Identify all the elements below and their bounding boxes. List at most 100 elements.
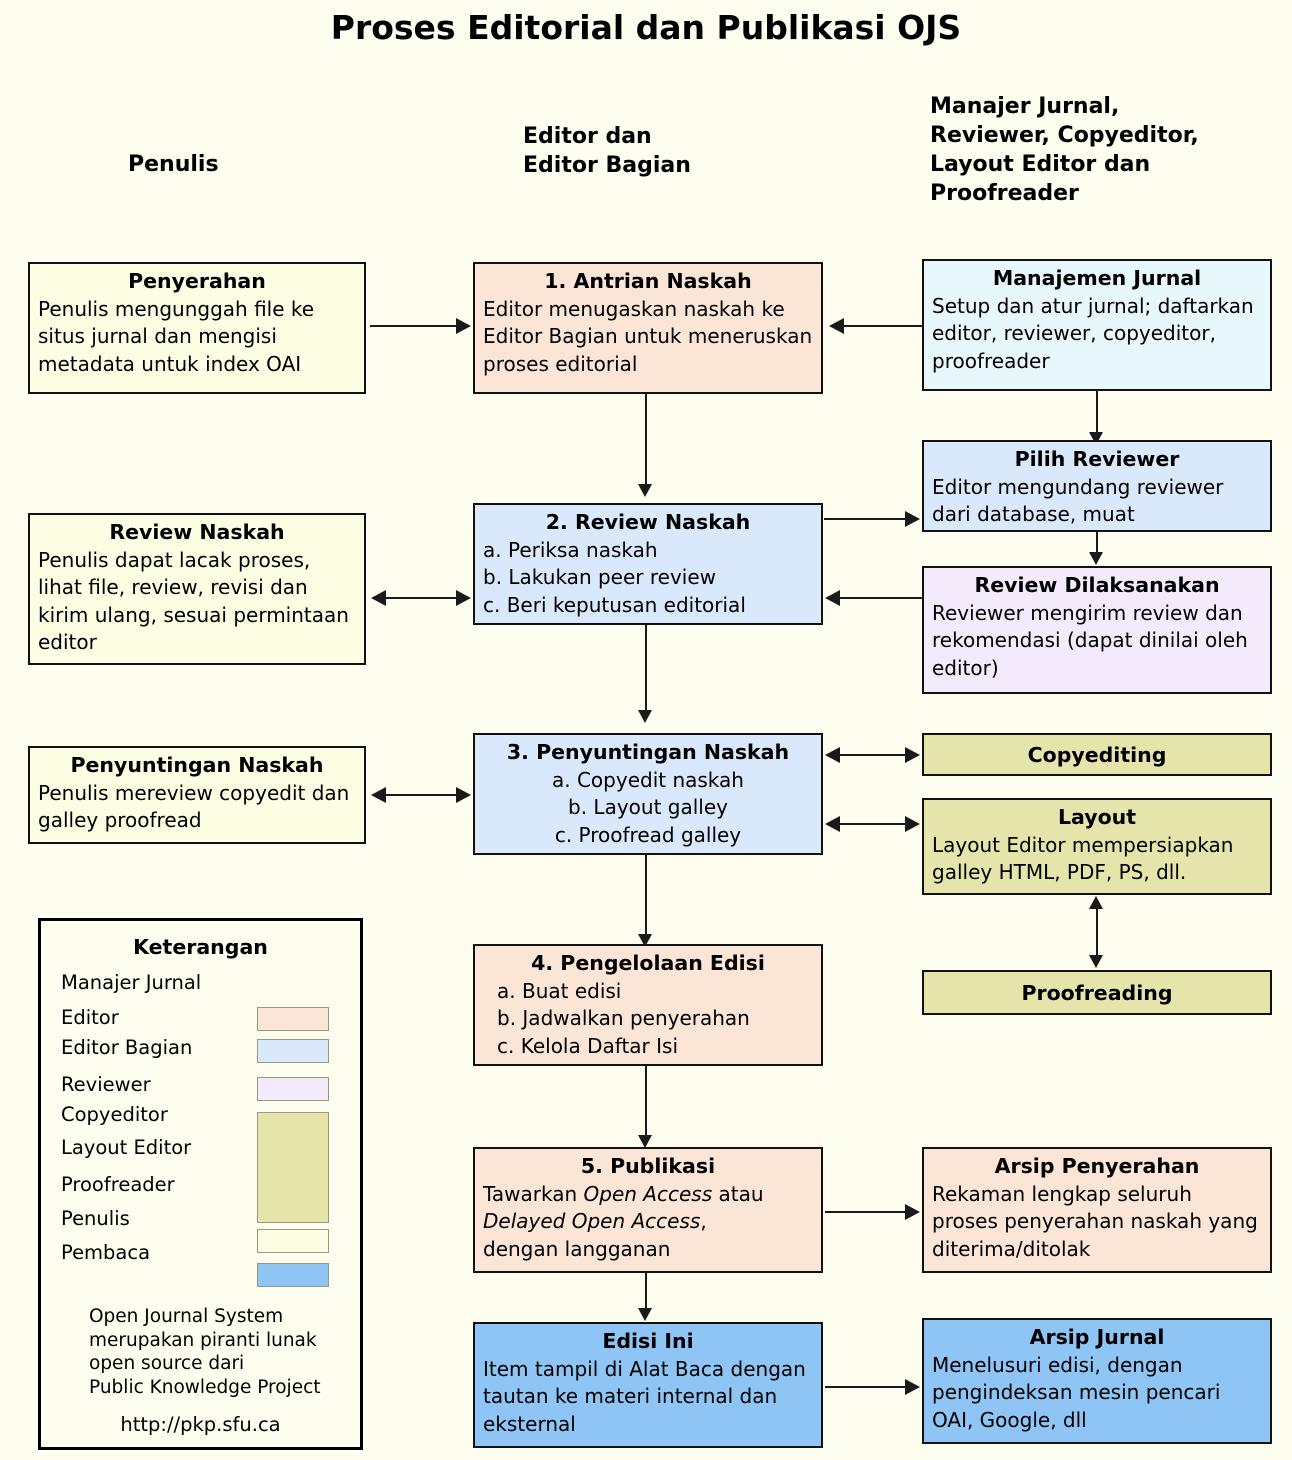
- box-arsip-jurnal-title: Arsip Jurnal: [1029, 1325, 1165, 1349]
- box-review-naskah-title: 2. Review Naskah: [545, 510, 751, 534]
- page-title: Proses Editorial dan Publikasi OJS: [330, 8, 962, 47]
- box-pilih-reviewer-title: Pilih Reviewer: [1014, 447, 1180, 471]
- box-review-dilaksanakan-body: Reviewer mengirim review dan rekomendasi…: [932, 600, 1248, 680]
- box-penyuntingan-naskah[interactable]: 3. Penyuntingan Naskah a. Copyedit naska…: [473, 733, 823, 855]
- box-antrian-naskah[interactable]: 1. Antrian Naskah Editor menugaskan nask…: [473, 262, 823, 394]
- legend-swatch-copyeditor-layout-proofreader: [257, 1112, 329, 1223]
- legend-note: Open Journal System merupakan piranti lu…: [89, 1305, 321, 1400]
- arrow-penyuntingan-copyediting-head-right: [905, 747, 920, 763]
- legend-note-line-1: merupakan piranti lunak: [89, 1329, 317, 1351]
- arrow-layout-proofreading-line: [1096, 902, 1098, 964]
- legend-label-copyeditor: Copyeditor: [61, 1103, 168, 1126]
- arrow-penyuntingan-to-pengelolaan-head: [638, 934, 652, 947]
- box-manajemen-jurnal[interactable]: Manajemen Jurnal Setup dan atur jurnal; …: [922, 259, 1272, 391]
- arrow-manajemen-to-antrian-line: [844, 325, 922, 327]
- box-penyuntingan-penulis[interactable]: Penyuntingan Naskah Penulis mereview cop…: [28, 746, 366, 844]
- arrow-review-to-pilih-line: [824, 518, 907, 520]
- box-proofreading[interactable]: Proofreading: [922, 970, 1272, 1015]
- box-pengelolaan-edisi-item-2: c. Kelola Daftar Isi: [497, 1033, 678, 1058]
- box-review-naskah[interactable]: 2. Review Naskah a. Periksa naskah b. La…: [473, 503, 823, 625]
- legend-swatch-pembaca: [257, 1263, 329, 1287]
- box-arsip-penyerahan[interactable]: Arsip Penyerahan Rekaman lengkap seluruh…: [922, 1147, 1272, 1273]
- arrow-manajemen-to-antrian-head: [829, 318, 844, 334]
- legend-panel: Keterangan Manajer Jurnal Editor Editor …: [38, 918, 363, 1450]
- legend-label-manajer-jurnal: Manajer Jurnal: [61, 971, 202, 994]
- arrow-publikasi-to-edisi-head: [638, 1308, 652, 1321]
- box-edisi-ini-body: Item tampil di Alat Baca dengan tautan k…: [483, 1356, 806, 1436]
- column-header-roles-line1: Manajer Jurnal,: [930, 94, 1120, 119]
- box-edisi-ini[interactable]: Edisi Ini Item tampil di Alat Baca denga…: [473, 1322, 823, 1448]
- box-pilih-reviewer[interactable]: Pilih Reviewer Editor mengundang reviewe…: [922, 440, 1272, 532]
- arrow-penyuntingan-penulis-line: [386, 794, 456, 796]
- box-arsip-jurnal[interactable]: Arsip Jurnal Menelusuri edisi, dengan pe…: [922, 1318, 1272, 1444]
- box-publikasi-line1-post: atau: [712, 1181, 764, 1206]
- legend-label-pembaca: Pembaca: [61, 1241, 151, 1264]
- arrow-antrian-to-review-line: [645, 394, 647, 486]
- box-penyerahan[interactable]: Penyerahan Penulis mengunggah file ke si…: [28, 262, 366, 394]
- box-review-naskah-item-1: b. Lakukan peer review: [483, 565, 716, 590]
- box-manajemen-jurnal-title: Manajemen Jurnal: [992, 266, 1202, 290]
- arrow-penyuntingan-layout-head-right: [905, 816, 920, 832]
- arrow-review-to-penyuntingan-line: [645, 625, 647, 713]
- legend-label-layout-editor: Layout Editor: [61, 1136, 192, 1159]
- legend-swatch-penulis: [257, 1229, 329, 1253]
- arrow-penulis-review-line: [386, 597, 456, 599]
- box-pengelolaan-edisi-item-0: a. Buat edisi: [497, 978, 622, 1003]
- box-review-naskah-penulis[interactable]: Review Naskah Penulis dapat lacak proses…: [28, 513, 366, 665]
- box-layout[interactable]: Layout Layout Editor mempersiapkan galle…: [922, 798, 1272, 895]
- arrow-penyuntingan-penulis-head-right: [456, 787, 471, 803]
- box-review-dilaksanakan[interactable]: Review Dilaksanakan Reviewer mengirim re…: [922, 566, 1272, 694]
- legend-swatch-editor-bagian: [257, 1039, 329, 1063]
- column-header-penulis: Penulis: [128, 152, 219, 177]
- box-penyuntingan-naskah-item-0: a. Copyedit naskah: [552, 767, 744, 792]
- box-review-naskah-item-0: a. Periksa naskah: [483, 537, 658, 562]
- box-pengelolaan-edisi[interactable]: 4. Pengelolaan Edisi a. Buat edisi b. Ja…: [473, 944, 823, 1066]
- arrow-pengelolaan-to-publikasi-head: [638, 1135, 652, 1148]
- column-header-editor-line2: Editor Bagian: [523, 153, 691, 179]
- arrow-dilaksanakan-to-review-line: [840, 597, 922, 599]
- arrow-manajemen-to-pilih-line: [1096, 391, 1098, 437]
- box-penyuntingan-penulis-body: Penulis mereview copyedit dan galley pro…: [38, 780, 350, 833]
- box-manajemen-jurnal-body: Setup dan atur jurnal; daftarkan editor,…: [932, 293, 1254, 373]
- legend-rows: Manajer Jurnal Editor Editor Bagian Revi…: [41, 967, 360, 1287]
- arrow-penyerahan-to-antrian-line: [370, 325, 458, 327]
- legend-note-line-3: Public Knowledge Project: [89, 1377, 321, 1399]
- arrow-publikasi-to-edisi-line: [645, 1273, 647, 1311]
- column-header-roles-line3: Layout Editor dan: [930, 152, 1151, 178]
- legend-swatch-editor: [257, 1007, 329, 1031]
- arrow-edisi-to-arsip-jurnal-head: [905, 1379, 920, 1395]
- arrow-penulis-review-head-left: [371, 590, 386, 606]
- arrow-edisi-to-arsip-jurnal-line: [825, 1386, 907, 1388]
- box-review-naskah-penulis-title: Review Naskah: [109, 520, 285, 544]
- arrow-pilih-to-dilaksanakan-head: [1089, 552, 1103, 565]
- arrow-pengelolaan-to-publikasi-line: [645, 1066, 647, 1138]
- arrow-penyuntingan-copyediting-head-left: [825, 747, 840, 763]
- legend-title: Keterangan: [133, 935, 268, 959]
- box-arsip-penyerahan-body: Rekaman lengkap seluruh proses penyeraha…: [932, 1181, 1258, 1261]
- box-penyuntingan-penulis-title: Penyuntingan Naskah: [70, 753, 324, 777]
- box-penyuntingan-naskah-item-1: b. Layout galley: [568, 795, 728, 820]
- legend-note-line-0: Open Journal System: [89, 1306, 284, 1327]
- legend-label-editor: Editor: [61, 1006, 119, 1029]
- box-review-naskah-item-2: c. Beri keputusan editorial: [483, 592, 746, 617]
- column-header-roles: Manajer Jurnal, Reviewer, Copyeditor, La…: [930, 92, 1199, 208]
- arrow-publikasi-to-arsip-line: [825, 1211, 907, 1213]
- box-copyediting[interactable]: Copyediting: [922, 733, 1272, 776]
- box-publikasi-line2-post: ,: [700, 1209, 707, 1234]
- legend-label-reviewer: Reviewer: [61, 1073, 151, 1096]
- arrow-penyuntingan-to-pengelolaan-line: [645, 855, 647, 937]
- arrow-penyerahan-to-antrian-head: [456, 318, 471, 334]
- box-penyuntingan-naskah-item-2: c. Proofread galley: [554, 822, 742, 847]
- column-header-editor: Editor dan Editor Bagian: [523, 122, 691, 180]
- box-publikasi-line2-em: Delayed Open Access: [483, 1209, 701, 1234]
- box-penyerahan-body: Penulis mengunggah file ke situs jurnal …: [38, 296, 315, 376]
- box-penyuntingan-naskah-title: 3. Penyuntingan Naskah: [506, 740, 790, 764]
- arrow-dilaksanakan-to-review-head: [825, 590, 840, 606]
- box-edisi-ini-title: Edisi Ini: [602, 1329, 694, 1353]
- box-layout-title: Layout: [1057, 805, 1137, 829]
- legend-label-penulis: Penulis: [61, 1207, 130, 1230]
- arrow-publikasi-to-arsip-head: [905, 1204, 920, 1220]
- box-pilih-reviewer-body: Editor mengundang reviewer dari database…: [932, 474, 1224, 527]
